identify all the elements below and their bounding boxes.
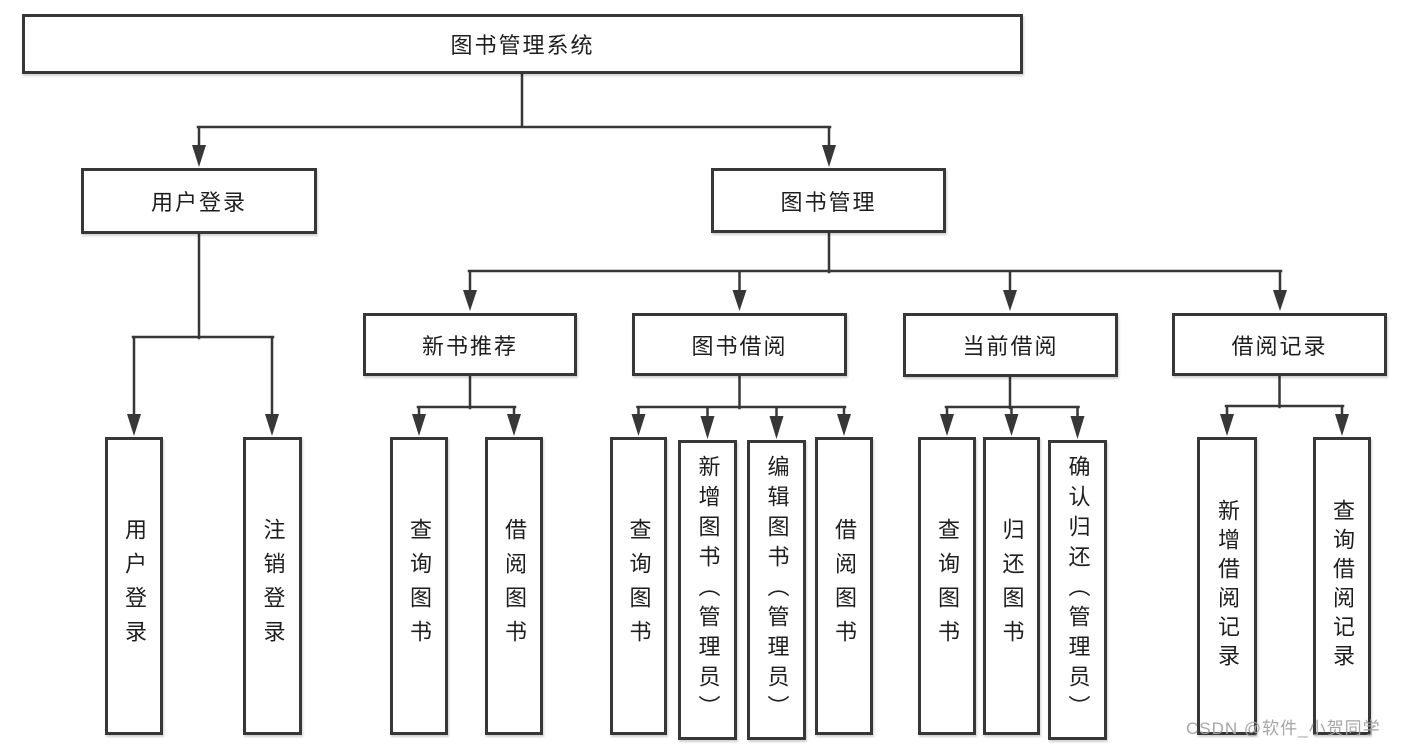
leaf-borrow-book-recommend: 借阅图书 — [485, 437, 543, 735]
node-book-management-label: 图书管理 — [780, 189, 877, 215]
leaf-add-book-admin-label: 新增图书（管理员） — [695, 455, 721, 725]
leaf-query-book-borrowing: 查询图书 — [610, 437, 667, 735]
node-current-borrowing-label: 当前借阅 — [962, 334, 1059, 359]
leaf-add-borrow-record: 新增借阅记录 — [1197, 437, 1257, 735]
leaf-logout: 注销登录 — [243, 437, 302, 735]
leaf-confirm-return-admin: 确认归还（管理员） — [1048, 440, 1107, 740]
node-user-login-label: 用户登录 — [150, 190, 247, 215]
leaf-user-login: 用户登录 — [105, 437, 163, 735]
node-user-login: 用户登录 — [81, 168, 317, 234]
node-root: 图书管理系统 — [22, 14, 1023, 74]
node-book-management: 图书管理 — [711, 168, 946, 233]
leaf-logout-label: 注销登录 — [260, 518, 286, 654]
node-root-label: 图书管理系统 — [450, 33, 595, 58]
node-new-book-recommend-label: 新书推荐 — [421, 333, 518, 359]
leaf-return-book: 归还图书 — [983, 437, 1040, 735]
leaf-query-book-current-label: 查询图书 — [935, 518, 960, 654]
node-book-borrowing: 图书借阅 — [632, 313, 847, 376]
leaf-borrow-book-borrowing-label: 借阅图书 — [832, 518, 857, 654]
leaf-query-book-recommend: 查询图书 — [390, 437, 448, 735]
leaf-query-book-current: 查询图书 — [918, 437, 976, 735]
node-new-book-recommend: 新书推荐 — [363, 313, 577, 376]
leaf-query-book-borrowing-label: 查询图书 — [626, 518, 652, 654]
leaf-add-book-admin: 新增图书（管理员） — [678, 440, 737, 740]
csdn-watermark: CSDN @软件_小贺同学 — [1186, 719, 1381, 738]
leaf-edit-book-admin: 编辑图书（管理员） — [747, 440, 806, 740]
leaf-return-book-label: 归还图书 — [999, 518, 1025, 654]
leaf-user-login-label: 用户登录 — [122, 518, 147, 654]
leaf-confirm-return-admin-label: 确认归还（管理员） — [1065, 455, 1091, 725]
node-current-borrowing: 当前借阅 — [903, 313, 1118, 377]
leaf-query-borrow-record: 查询借阅记录 — [1313, 437, 1371, 735]
leaf-query-borrow-record-label: 查询借阅记录 — [1330, 499, 1355, 673]
node-book-borrowing-label: 图书借阅 — [691, 333, 788, 359]
leaf-query-book-recommend-label: 查询图书 — [407, 518, 432, 654]
node-borrowing-records: 借阅记录 — [1172, 313, 1387, 376]
leaf-borrow-book-recommend-label: 借阅图书 — [502, 518, 527, 654]
leaf-edit-book-admin-label: 编辑图书（管理员） — [764, 455, 790, 725]
leaf-add-borrow-record-label: 新增借阅记录 — [1215, 499, 1240, 673]
node-borrowing-records-label: 借阅记录 — [1231, 333, 1328, 359]
leaf-borrow-book-borrowing: 借阅图书 — [815, 437, 873, 735]
